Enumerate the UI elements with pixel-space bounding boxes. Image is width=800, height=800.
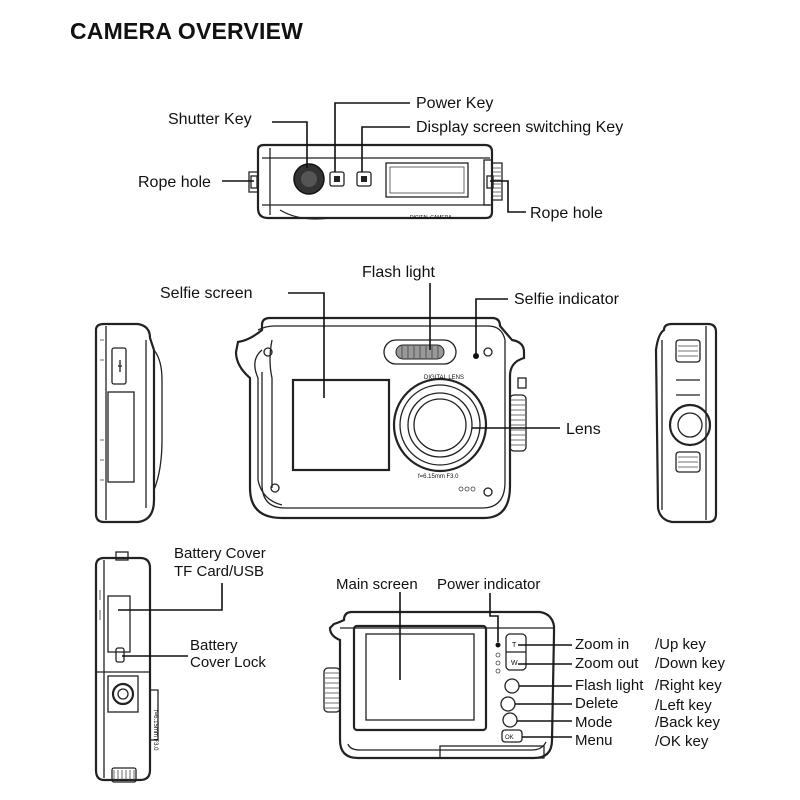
svg-text:W: W [511, 660, 518, 667]
battery-cover-lock-label-line2: Cover Lock [190, 654, 266, 671]
leader-selfie-screen [288, 292, 325, 398]
flash-light-label: Flash light [362, 264, 435, 281]
main-screen-label: Main screen [336, 576, 418, 593]
down-key-label: /Down key [655, 655, 726, 672]
camera-left-side-view [94, 322, 163, 524]
camera-front-view: DIGITAL LENS f=6.15mm F3.0 [234, 316, 527, 520]
side-spec-text: f=6.15mm F3.0 [152, 710, 158, 751]
back-key-label: /Back key [655, 714, 721, 731]
selfie-indicator-label: Selfie indicator [514, 291, 620, 308]
camera-right-side-view [654, 322, 718, 524]
leader-power-key [334, 102, 410, 172]
flash-light-key-label: Flash light [575, 677, 644, 694]
svg-text:OK: OK [505, 735, 514, 741]
page-title: CAMERA OVERVIEW [70, 18, 304, 44]
lens-ring-bottom-text: f=6.15mm F3.0 [418, 474, 459, 480]
battery-cover-lock-label-line1: Battery [190, 637, 238, 654]
leader-battery-cover [118, 583, 223, 611]
shutter-key-label: Shutter Key [168, 111, 252, 128]
rope-hole-right-label: Rope hole [530, 205, 603, 222]
rope-hole-left-label: Rope hole [138, 174, 211, 191]
lens-ring-top-text: DIGITAL LENS [424, 375, 464, 381]
camera-back-view: T W OK [323, 610, 556, 760]
power-indicator-label: Power indicator [437, 576, 540, 593]
zoom-in-label: Zoom in [575, 636, 629, 653]
delete-label: Delete [575, 695, 618, 712]
lens-label: Lens [566, 421, 601, 438]
top-body-text: DIGITAL CAMERA [410, 215, 452, 221]
leader-rope-hole-right [490, 180, 526, 213]
leader-power-indicator [489, 593, 499, 642]
power-key-label: Power Key [416, 95, 493, 112]
tf-card-usb-label: TF Card/USB [174, 563, 264, 580]
camera-bottom-side-view: f=6.15mm F3.0 [94, 551, 159, 783]
mode-label: Mode [575, 714, 613, 731]
svg-text:T: T [512, 642, 517, 649]
display-switch-key-label: Display screen switching Key [416, 119, 623, 136]
battery-cover-label: Battery Cover [174, 545, 266, 562]
zoom-out-label: Zoom out [575, 655, 639, 672]
leader-display-key [361, 126, 410, 172]
selfie-screen-label: Selfie screen [160, 285, 253, 302]
camera-top-view: DIGITAL CAMERA [248, 143, 503, 221]
leader-selfie-indicator [475, 298, 508, 354]
right-key-label: /Right key [655, 677, 722, 694]
leader-shutter-key [272, 121, 308, 168]
up-key-label: /Up key [655, 636, 706, 653]
ok-key-label: /OK key [655, 733, 709, 750]
left-key-label: /Left key [655, 697, 712, 714]
menu-label: Menu [575, 732, 613, 749]
